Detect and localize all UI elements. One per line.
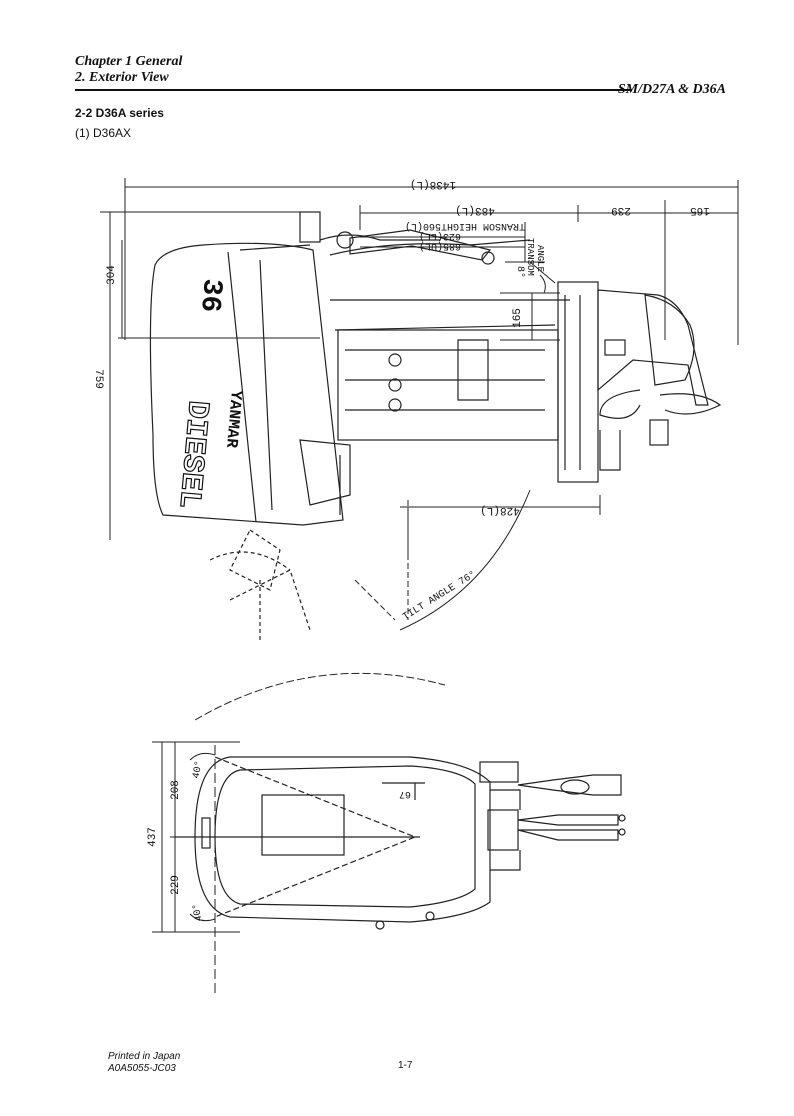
angle-40-bottom: 40°: [191, 902, 206, 922]
model-code: SM/D27A & D36A: [617, 82, 726, 97]
dim-685: 685(UL): [419, 240, 461, 252]
transom-angle-label-1: TRANSOM: [525, 238, 535, 276]
dim-229: 229: [170, 875, 182, 895]
swing-arc: [194, 672, 446, 721]
angle-40-top: 40°: [191, 760, 206, 780]
dim-overall-length: 1438(L): [410, 178, 456, 190]
dim-304: 304: [106, 265, 118, 285]
dim-759: 759: [92, 369, 104, 389]
dim-428: 428(L): [480, 504, 520, 516]
dim-165-side: 165: [512, 308, 524, 328]
dim-239: 239: [611, 204, 631, 216]
chapter-header: Chapter 1 General 2. Exterior View: [75, 54, 182, 86]
tilt-angle-label: TILT ANGLE 76°: [401, 569, 479, 624]
printed-in: Printed in Japan: [108, 1051, 181, 1062]
cowl-number: 36: [193, 277, 227, 313]
subsection-heading: (1) D36AX: [75, 126, 132, 140]
chapter-title: Chapter 1 General: [75, 54, 183, 69]
cowl-brand: YANMAR: [222, 390, 245, 449]
footer-print-info: Printed in Japan A0A5055-JC03: [108, 1051, 180, 1075]
cowl-model: DIESEL: [171, 399, 214, 510]
top-view-dimensions: [152, 741, 240, 933]
section-title-header: 2. Exterior View: [75, 70, 169, 85]
transom-angle-deg: 8°: [514, 266, 526, 278]
dim-67: 67: [399, 788, 411, 799]
dim-623: 623(LL): [419, 230, 461, 242]
side-view-engine: [149, 211, 722, 640]
dim-437: 437: [147, 827, 159, 847]
dim-165-top: 165: [690, 204, 710, 216]
document-code: A0A5055-JC03: [108, 1063, 176, 1074]
header-rule: [75, 89, 632, 91]
dim-483: 483(L): [455, 204, 495, 216]
page-number: 1-7: [398, 1060, 413, 1071]
section-heading: 2-2 D36A series: [75, 106, 164, 120]
top-dimension-lines: [100, 178, 739, 540]
top-view-engine: [175, 756, 626, 930]
tilt-dimension: [354, 489, 601, 631]
dim-208: 208: [170, 780, 182, 800]
transom-angle-label-2: ANGLE: [535, 245, 545, 272]
transom-height-label: TRANSOM HEIGHT560(L): [405, 220, 525, 232]
